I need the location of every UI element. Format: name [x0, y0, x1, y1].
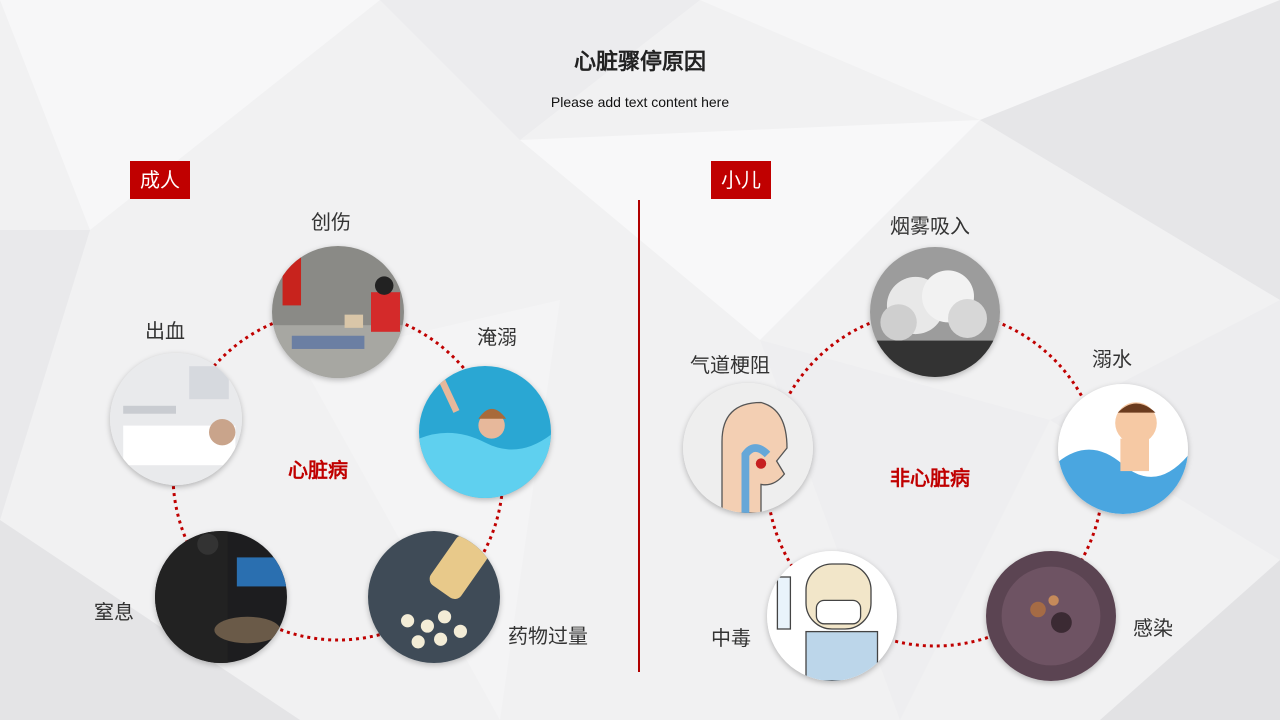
child-label-smoke: 烟雾吸入: [890, 214, 970, 238]
adult-label-overdose: 药物过量: [508, 624, 588, 648]
child-label-poisoning: 中毒: [711, 626, 751, 650]
child-label-drowning: 溺水: [1092, 347, 1132, 371]
smoke-photo: [870, 247, 1000, 377]
trauma-photo: [272, 246, 404, 378]
adult-label-asphyxia: 窒息: [94, 600, 134, 624]
page-subtitle: Please add text content here: [550, 94, 730, 110]
adult-label-drowning: 淹溺: [477, 325, 517, 349]
drowning-photo: [419, 366, 551, 498]
section-divider: [638, 200, 640, 672]
adult-label-bleeding: 出血: [145, 319, 185, 343]
asphyxia-photo: [155, 531, 287, 663]
adult-center-label: 心脏病: [288, 458, 348, 482]
page-title: 心脏骤停原因: [573, 50, 706, 75]
child-center-label: 非心脏病: [890, 466, 970, 490]
infection-photo: [986, 551, 1116, 681]
adult-tag: 成人: [130, 161, 190, 199]
airway-photo: [683, 383, 813, 513]
bleeding-photo: [110, 353, 242, 485]
child-label-airway: 气道梗阻: [690, 353, 770, 377]
overdose-photo: [368, 531, 500, 663]
child-tag: 小儿: [711, 161, 771, 199]
adult-label-trauma: 创伤: [311, 210, 351, 234]
poisoning-photo: [767, 551, 897, 681]
child-label-infection: 感染: [1133, 616, 1173, 640]
child-drowning-photo: [1058, 384, 1188, 514]
